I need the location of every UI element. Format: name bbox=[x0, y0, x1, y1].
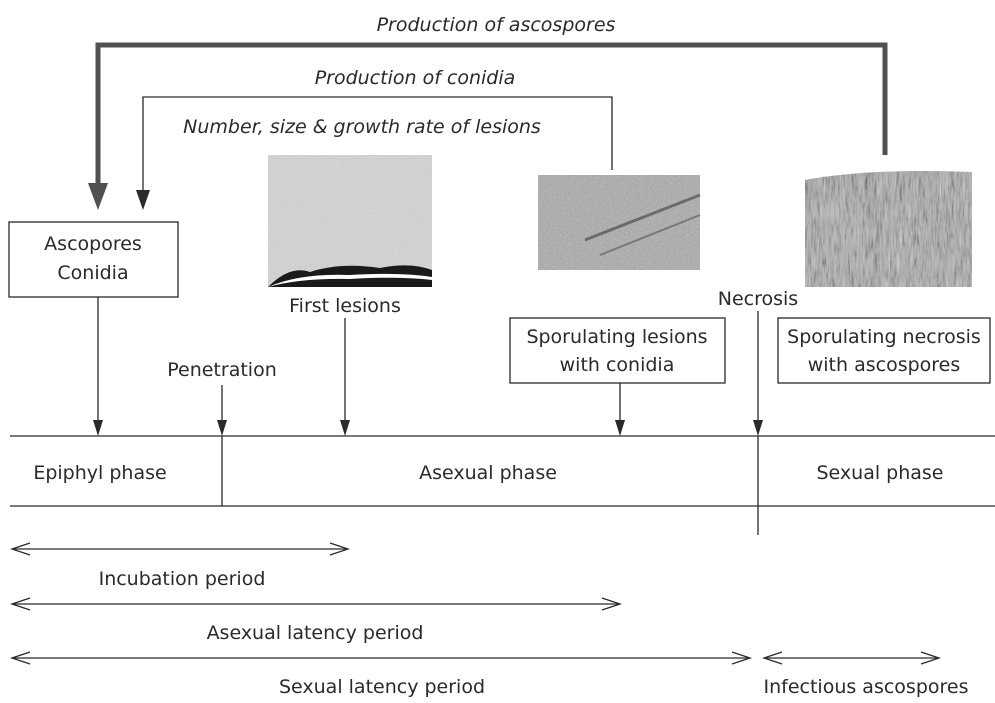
infectious-ascospores-arrow bbox=[761, 651, 942, 665]
first-lesions-arrow bbox=[340, 318, 350, 436]
necrosis-label: Necrosis bbox=[718, 288, 798, 310]
penetration-arrow bbox=[217, 385, 227, 436]
asexual-latency-period-arrow bbox=[9, 597, 623, 611]
phase-timeline bbox=[10, 435, 995, 535]
sporulating-lesions-box: Sporulating lesions with conidia bbox=[509, 317, 726, 384]
phase-epiphyl: Epiphyl phase bbox=[33, 462, 166, 484]
spore-box-line2: Conidia bbox=[57, 262, 128, 284]
ascospores-feedback-arrow bbox=[88, 42, 888, 210]
spore-box: Ascopores Conidia bbox=[8, 221, 179, 298]
sporulating-lesions-line2: with conidia bbox=[560, 354, 675, 376]
sexual-latency-period-arrow bbox=[9, 651, 753, 665]
sporulating-necrosis-line2: with ascospores bbox=[808, 354, 961, 376]
first-lesions-photo bbox=[268, 155, 432, 287]
phase-asexual: Asexual phase bbox=[419, 462, 557, 484]
sporulating-necrosis-photo bbox=[805, 171, 972, 287]
infectious-ascospores-label: Infectious ascospores bbox=[764, 676, 969, 698]
sporulating-lesions-line1: Sporulating lesions bbox=[526, 326, 707, 348]
production-of-ascospores-label: Production of ascospores bbox=[377, 14, 616, 36]
sporulating-necrosis-box: Sporulating necrosis with ascospores bbox=[777, 317, 991, 384]
asexual-latency-period-label: Asexual latency period bbox=[207, 622, 424, 644]
penetration-label: Penetration bbox=[167, 359, 277, 381]
conidia-feedback-arrow bbox=[136, 96, 613, 210]
sporulating-necrosis-line1: Sporulating necrosis bbox=[787, 326, 981, 348]
spores-to-timeline-arrow bbox=[93, 297, 103, 436]
sporulating-lesions-arrow bbox=[615, 383, 625, 436]
first-lesions-label: First lesions bbox=[289, 295, 401, 317]
necrosis-arrow bbox=[753, 311, 763, 436]
phase-sexual: Sexual phase bbox=[817, 462, 944, 484]
lesion-metrics-label: Number, size & growth rate of lesions bbox=[183, 116, 541, 138]
sexual-latency-period-label: Sexual latency period bbox=[279, 676, 485, 698]
incubation-period-arrow bbox=[9, 542, 351, 556]
incubation-period-label: Incubation period bbox=[99, 568, 266, 590]
spore-box-line1: Ascopores bbox=[44, 233, 142, 255]
sporulating-lesions-photo bbox=[538, 175, 701, 270]
production-of-conidia-label: Production of conidia bbox=[315, 67, 516, 89]
